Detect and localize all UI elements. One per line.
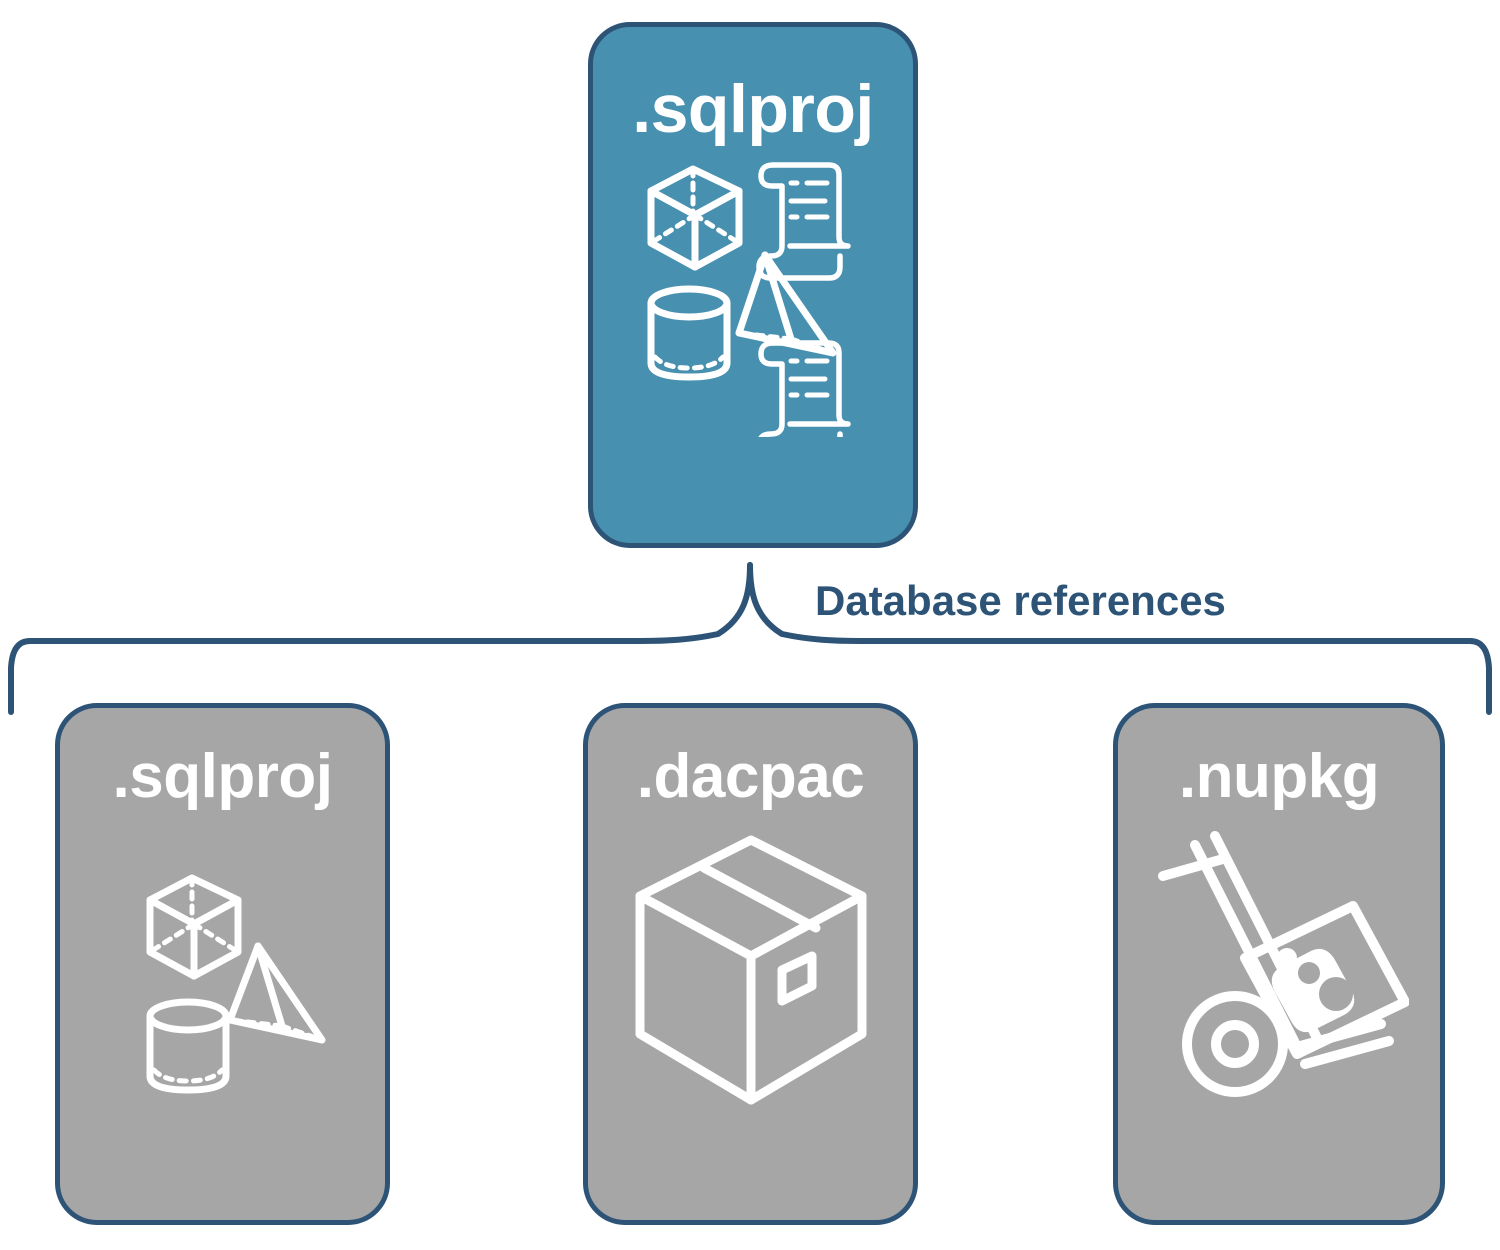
reference-card-dacpac[interactable]: .dacpac [583,703,918,1225]
reference-card-sqlproj[interactable]: .sqlproj [55,703,390,1225]
hand-truck-nuget-icon [1158,831,1409,1097]
pyramid-icon [735,251,837,357]
root-card-title: .sqlproj [632,71,874,147]
reference-card-dacpac-title: .dacpac [636,742,865,811]
reference-card-nupkg[interactable]: .nupkg [1113,703,1445,1225]
brace-right-hook [1467,638,1492,715]
cylinder-icon [146,998,229,1094]
brace-left-hook [8,638,33,715]
pyramid-icon [226,942,325,1044]
brace-right-arm [747,562,1473,644]
cube-icon [647,165,743,271]
cylinder-icon [647,285,731,381]
reference-card-nupkg-title: .nupkg [1178,742,1380,811]
cube-icon [146,874,241,980]
brace-left-arm [27,562,753,644]
scroll-icon [756,162,851,281]
reference-card-sqlproj-artwork [60,828,385,1118]
package-box-icon [635,835,866,1105]
scroll-icon [758,340,851,437]
connector-label: Database references [815,577,1226,624]
database-references-connector [0,540,1500,745]
reference-card-sqlproj-title: .sqlproj [112,742,333,811]
reference-card-dacpac-artwork [588,828,913,1118]
reference-card-nupkg-artwork [1118,828,1440,1118]
root-card-sqlproj[interactable]: .sqlproj [588,22,918,548]
root-card-artwork [593,157,913,447]
